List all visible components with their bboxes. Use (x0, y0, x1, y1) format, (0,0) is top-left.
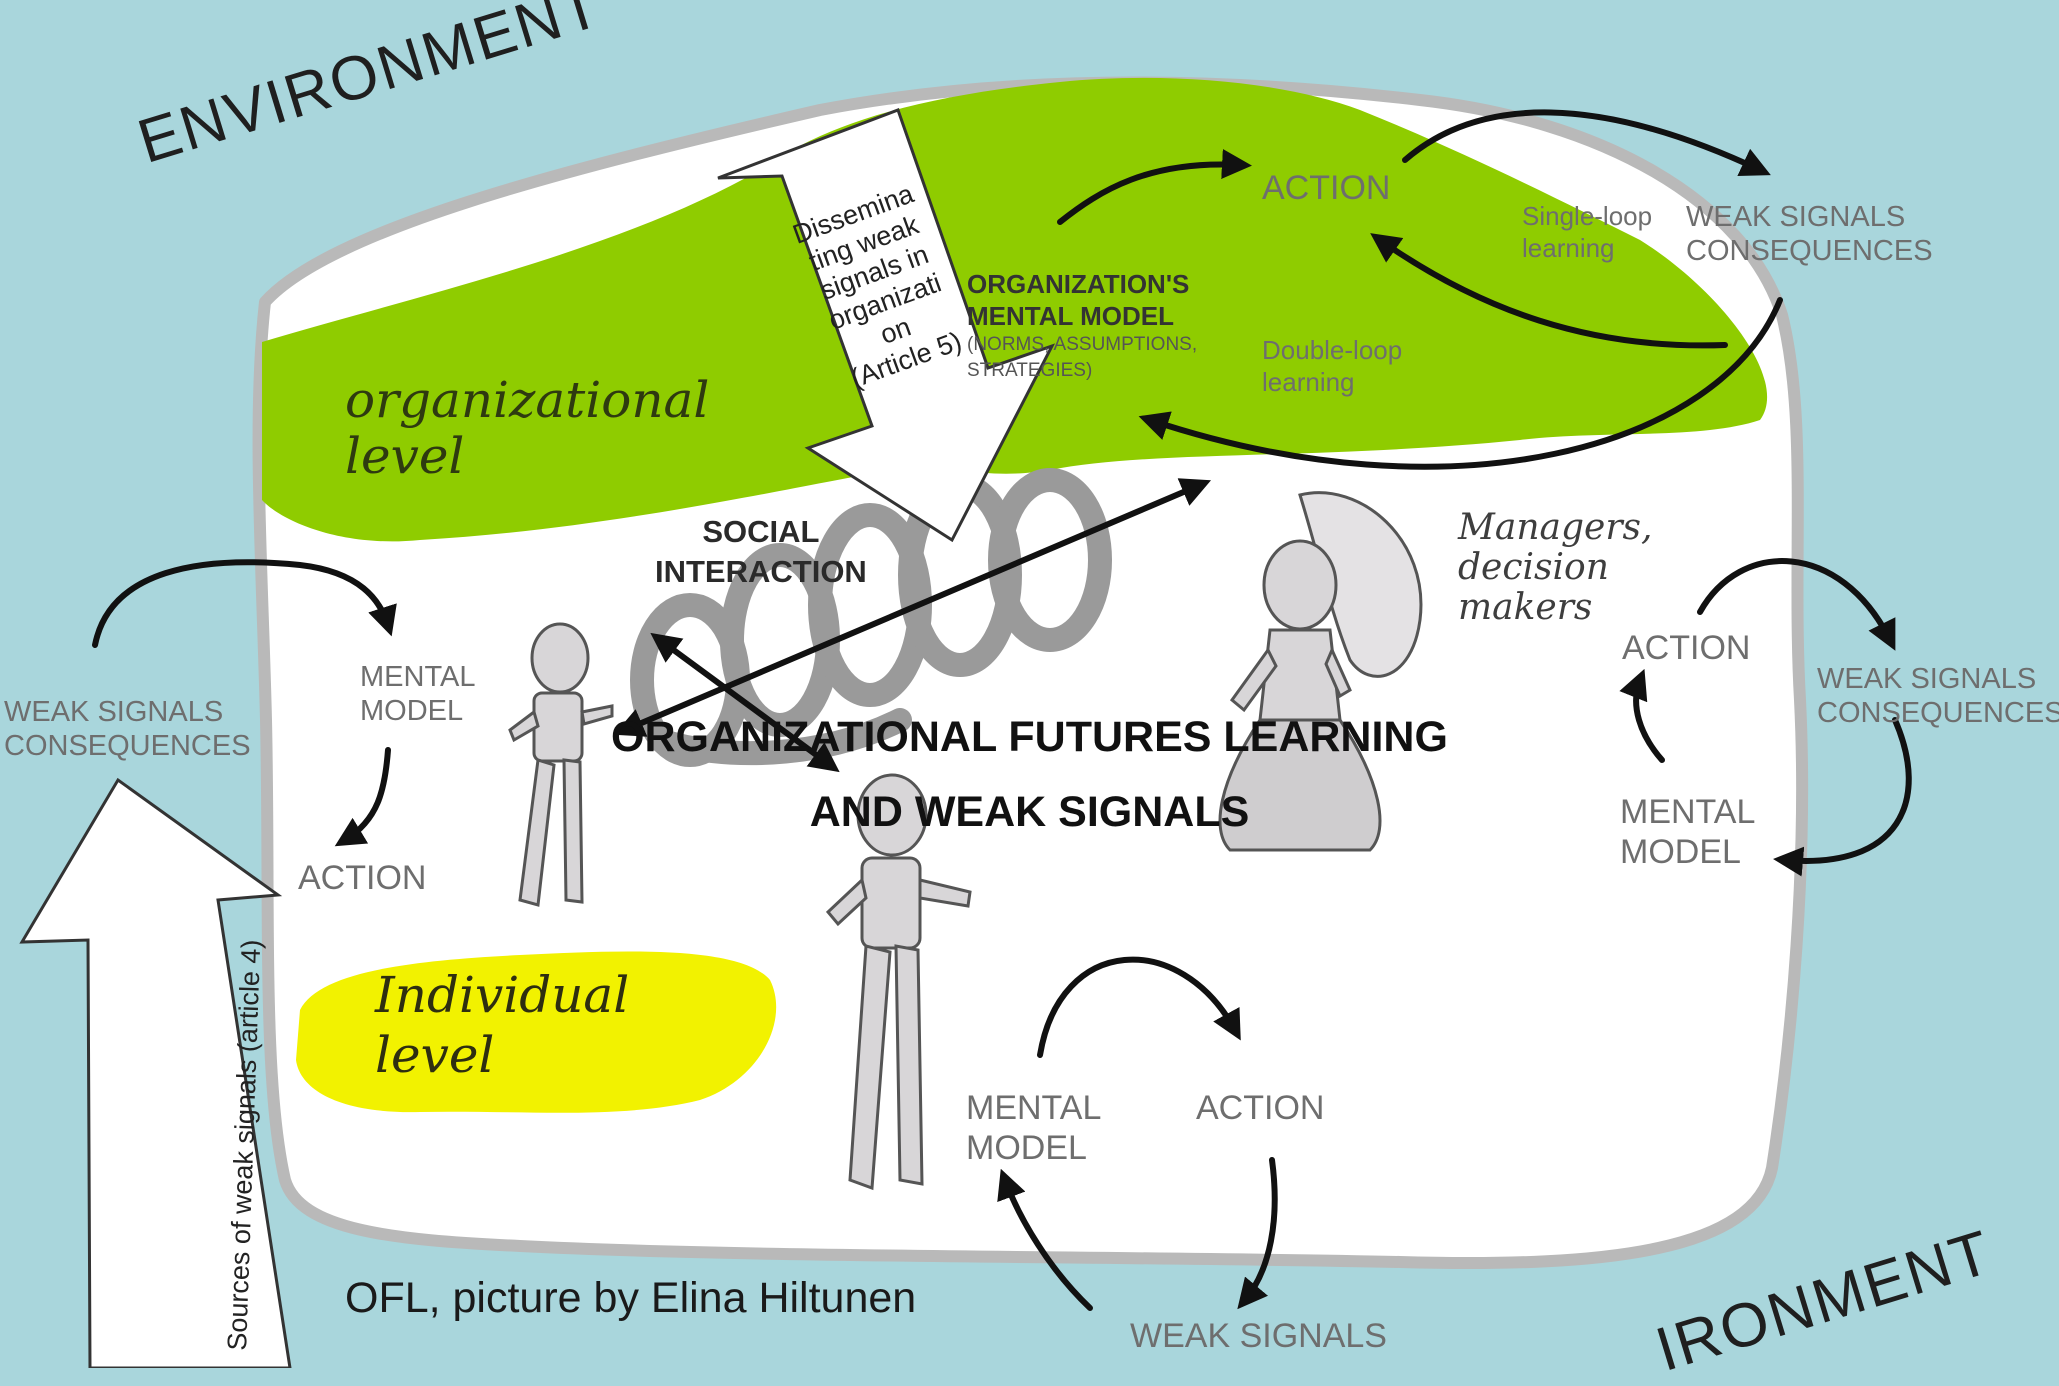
individual-level-label: Individual level (375, 966, 630, 1084)
bottom-weak-signals-label: WEAK SIGNALS (1130, 1317, 1387, 1355)
picture-credit: OFL, picture by Elina Hiltunen (345, 1274, 917, 1322)
right-action-label: ACTION (1622, 629, 1751, 667)
loop-arrows (92, 109, 1912, 1311)
org-mental-model-label: ORGANIZATION'S MENTAL MODEL (NORMS, ASSU… (967, 269, 1198, 381)
single-loop-label: Single-loop learning (1522, 201, 1653, 263)
right-mental-model-label: MENTAL MODEL (1620, 793, 1756, 871)
managers-label: Managers, decision makers (1458, 507, 1653, 628)
top-weak-signals-label: WEAK SIGNALS CONSEQUENCES (1686, 201, 1933, 267)
left-mental-model-label: MENTAL MODEL (360, 661, 476, 727)
individual-level-area (296, 951, 777, 1113)
social-interaction-label: SOCIAL INTERACTION (655, 514, 867, 589)
manager-figure (1218, 491, 1423, 852)
bottom-mental-model-label: MENTAL MODEL (966, 1089, 1102, 1167)
top-action-label: ACTION (1262, 169, 1391, 207)
left-weak-signals-label: WEAK SIGNALS CONSEQUENCES (4, 696, 251, 762)
organizational-level-area (262, 77, 1768, 542)
right-weak-signals-label: WEAK SIGNALS CONSEQUENCES (1817, 663, 2059, 729)
bottom-action-label: ACTION (1196, 1089, 1325, 1127)
individual-figure-2 (825, 773, 972, 1191)
double-loop-label: Double-loop learning (1262, 335, 1403, 397)
individual-figure-1 (508, 622, 614, 907)
diagram-title: ORGANIZATIONAL FUTURES LEARNING AND WEAK… (611, 713, 1448, 836)
organizational-level-label: organizational level (345, 371, 710, 485)
sources-arrow (19, 777, 292, 1368)
left-action-label: ACTION (298, 859, 427, 897)
